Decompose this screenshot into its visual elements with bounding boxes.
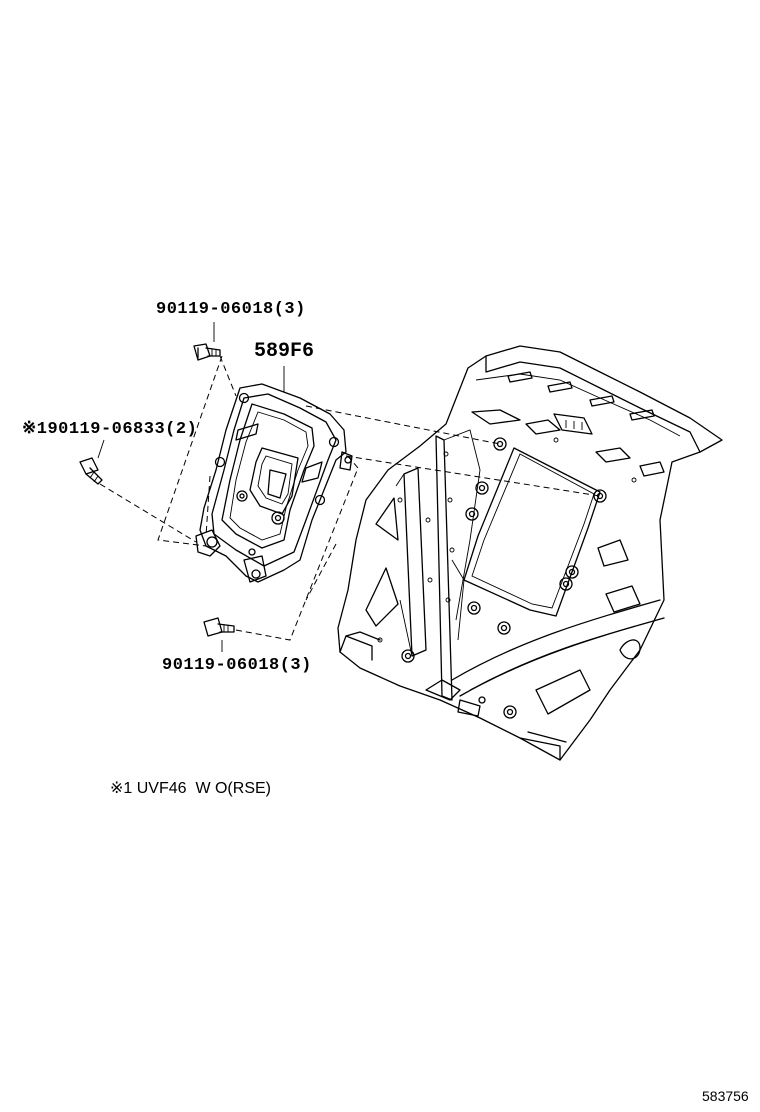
bolt-lower bbox=[203, 617, 235, 637]
bracket-589f6 bbox=[195, 383, 353, 583]
bolt-upper bbox=[193, 343, 221, 361]
label-main-part: 589F6 bbox=[254, 340, 315, 363]
diagram-code: 583756 bbox=[702, 1088, 749, 1104]
footnote: ※1 UVF46 W O(RSE) bbox=[110, 780, 271, 797]
label-side-bolt: ※190119-06833(2) bbox=[22, 420, 198, 439]
label-upper-bolt: 90119-06018(3) bbox=[156, 300, 306, 319]
leader-lines bbox=[97, 322, 601, 652]
bolt-side bbox=[79, 457, 103, 485]
body-panel bbox=[337, 345, 723, 761]
label-lower-bolt: 90119-06018(3) bbox=[162, 656, 312, 675]
